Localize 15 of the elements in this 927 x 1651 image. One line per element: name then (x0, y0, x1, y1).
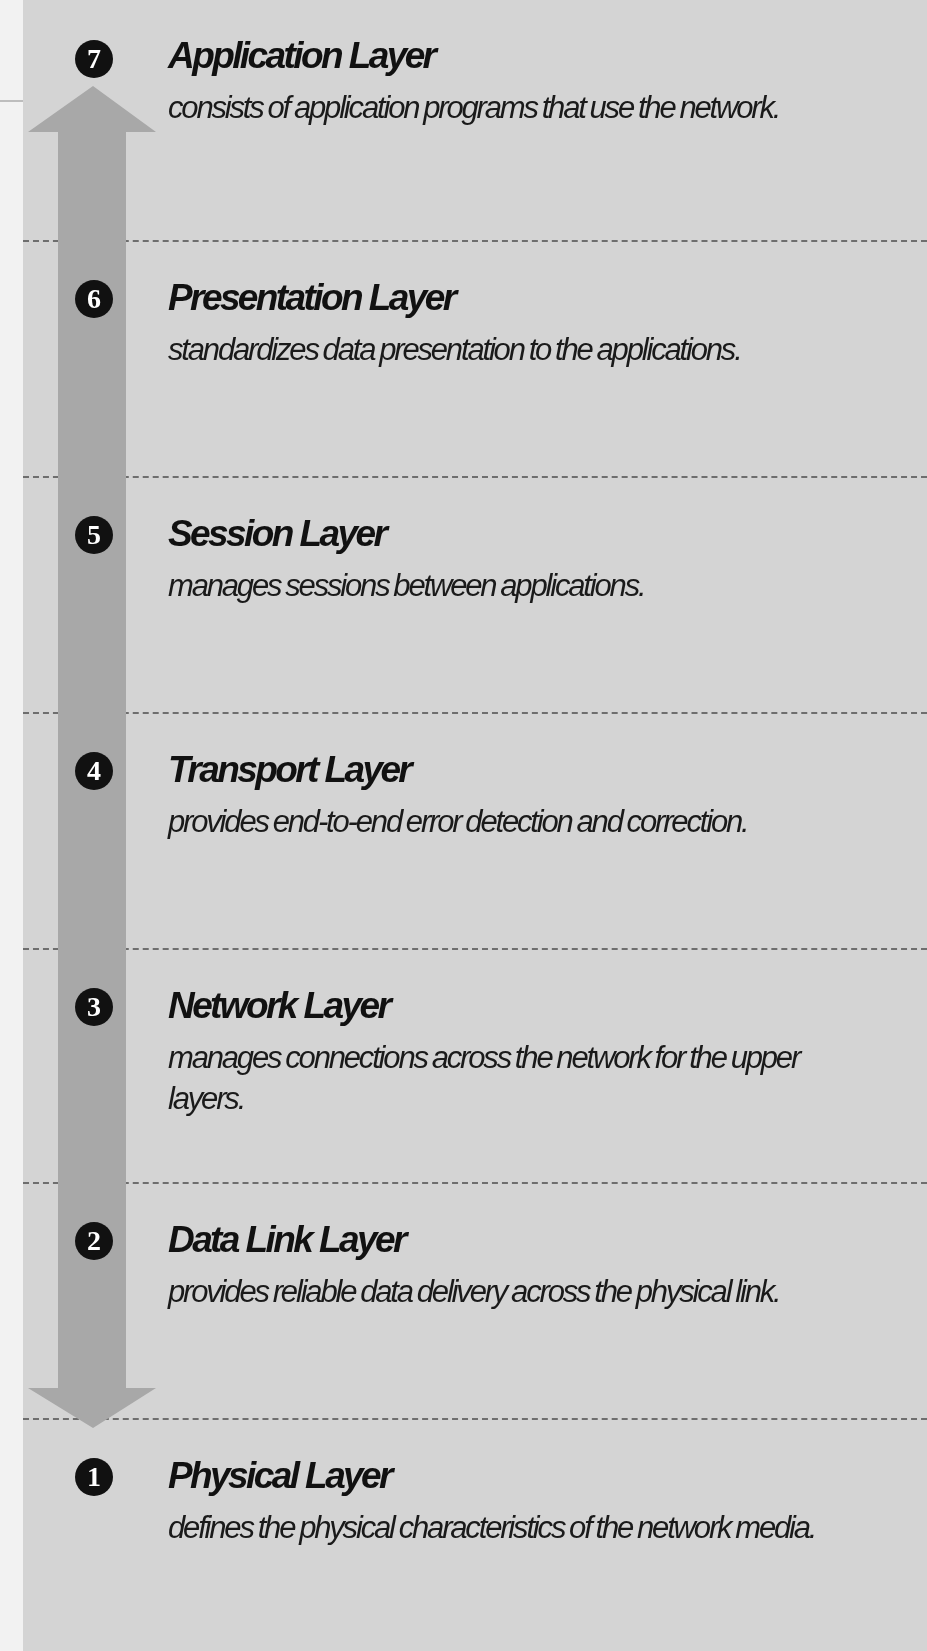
layer-description: provides end-to-end error detection and correction. (168, 803, 749, 842)
layer-description: manages connections across the network for the upper layers. (168, 1039, 802, 1118)
layer-description: provides reliable data delivery across the physical link. (168, 1273, 781, 1312)
layer-title: Presentation Layer (168, 276, 455, 320)
layer-title: Session Layer (168, 512, 386, 556)
layer-title: Network Layer (168, 984, 390, 1028)
layer-description: defines the physical characteristics of the network media. (168, 1509, 817, 1548)
layer-title: Transport Layer (168, 748, 411, 792)
layer-title: Application Layer (168, 34, 435, 78)
layer-description: manages sessions between applications. (168, 567, 646, 606)
layer-number: 7 (75, 40, 113, 78)
layer-description: standardizes data presentation to the applications. (168, 331, 742, 370)
layer-number: 1 (75, 1458, 113, 1496)
layer-description: consists of application programs that use the network. (168, 89, 781, 128)
layer-title: Data Link Layer (168, 1218, 405, 1262)
